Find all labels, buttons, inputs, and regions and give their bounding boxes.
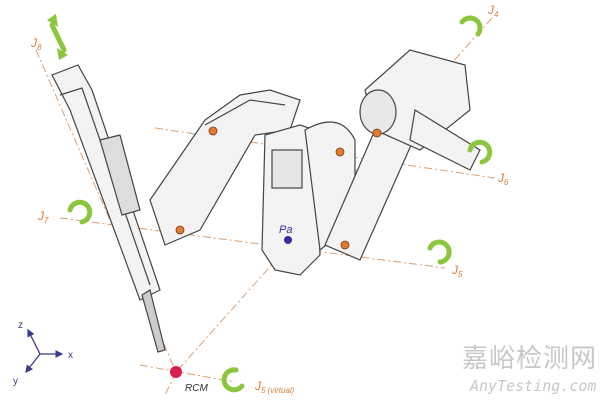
rcm-point xyxy=(170,366,182,378)
center-plate xyxy=(271,149,303,189)
label-j5: J5 xyxy=(451,263,463,279)
axis-z-label: z xyxy=(18,320,23,331)
link-top xyxy=(409,109,481,171)
label-j4: J4 xyxy=(487,3,499,19)
arrow-j8-icon xyxy=(49,22,67,53)
pa-label: Pa xyxy=(279,224,292,236)
arrow-j7-icon xyxy=(67,199,93,225)
axis-j4 xyxy=(175,17,493,373)
arrow-j5-icon xyxy=(427,239,452,265)
label-j5-virtual: J5 (virtual) xyxy=(254,379,295,395)
instrument-body xyxy=(51,64,161,301)
label-j7: J7 xyxy=(37,209,49,225)
joint-dots xyxy=(175,126,382,250)
arrow-j5-virtual-icon xyxy=(221,367,245,393)
watermark-en: AnyTesting.com xyxy=(470,377,597,395)
instrument-shaft xyxy=(141,289,166,353)
watermark-cn: 嘉峪检测网 xyxy=(462,344,598,374)
axis-j5-virtual xyxy=(139,364,236,383)
link-upper xyxy=(149,89,301,246)
robot-arm xyxy=(51,49,481,353)
arrow-j4-icon xyxy=(459,15,483,37)
coordinate-frame xyxy=(25,328,64,374)
axis-x-label: x xyxy=(68,350,73,361)
label-j8: J8 xyxy=(30,36,42,52)
rotation-arrows xyxy=(49,15,493,393)
pa-point xyxy=(284,236,292,244)
arrow-j6-icon xyxy=(467,139,493,165)
label-j6: J6 xyxy=(497,171,509,187)
axis-y-label: y xyxy=(13,376,18,387)
rcm-label: RCM xyxy=(185,383,208,394)
